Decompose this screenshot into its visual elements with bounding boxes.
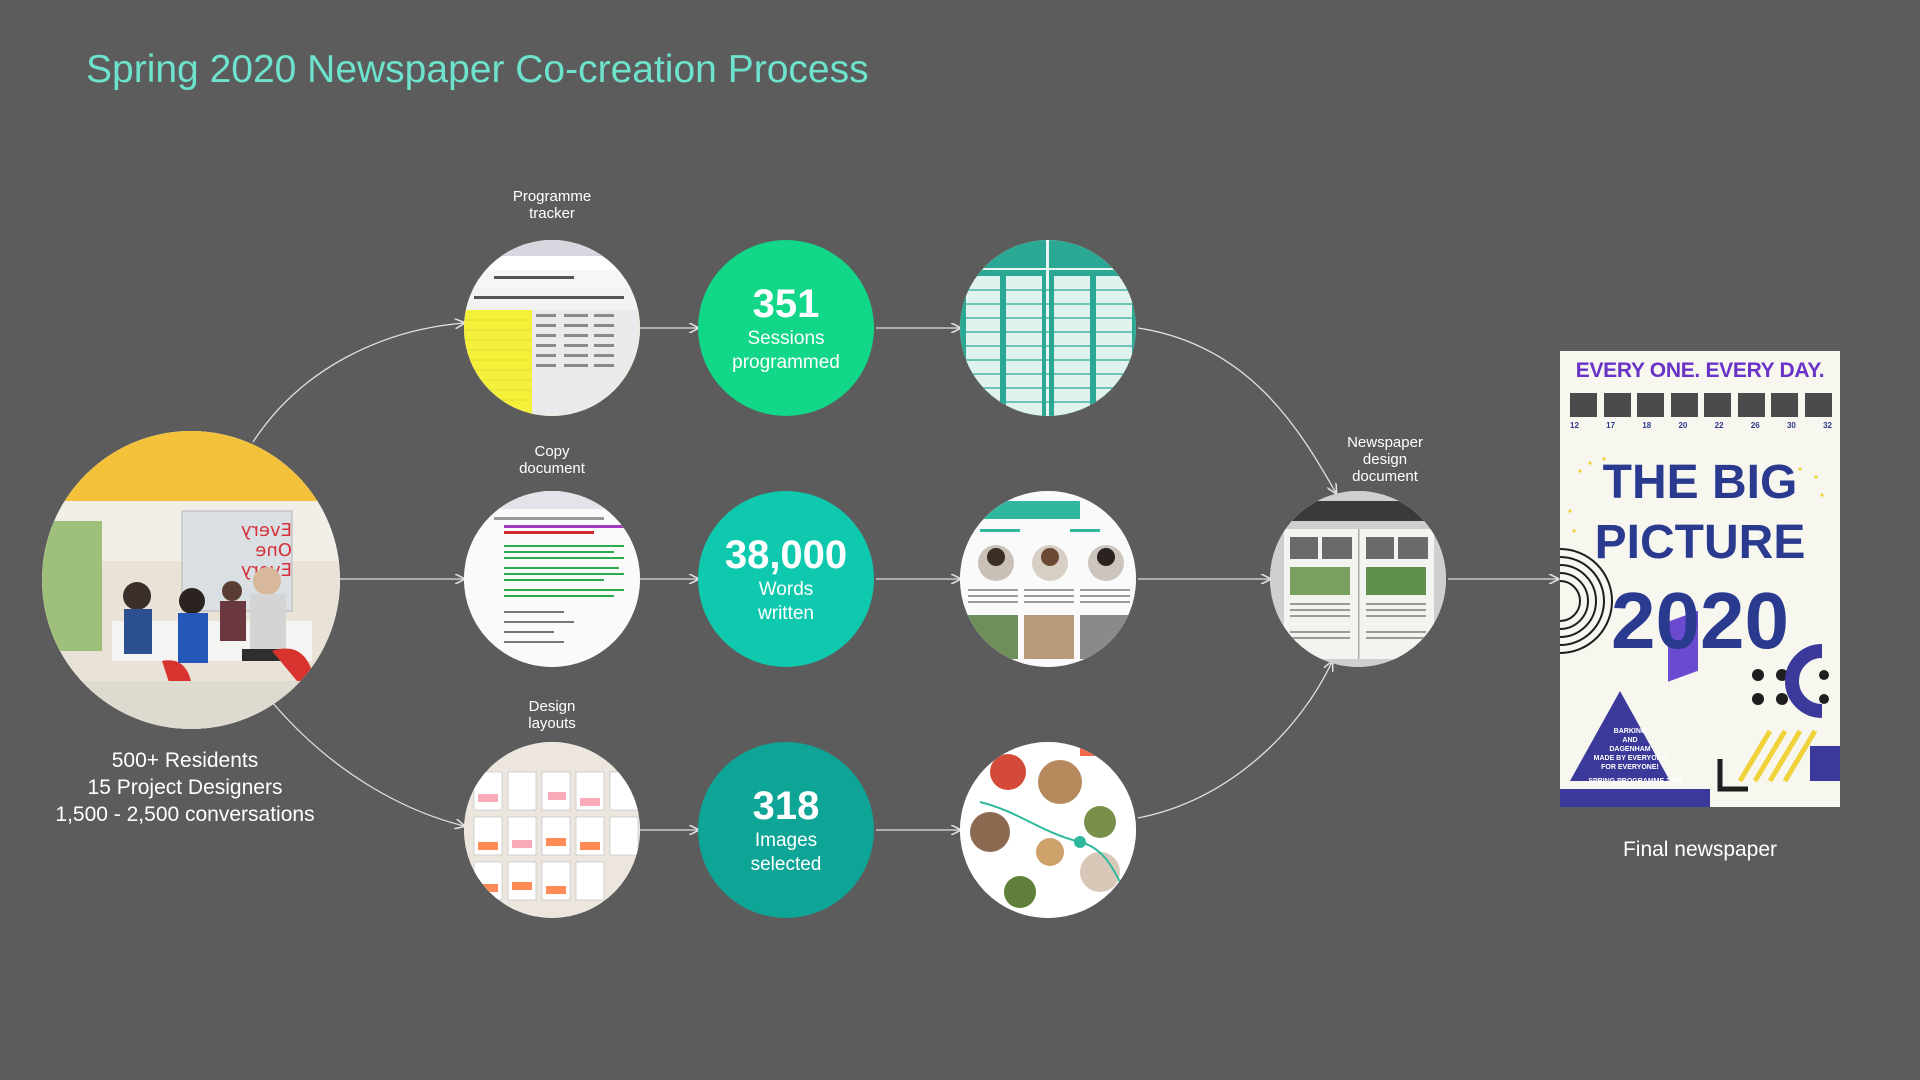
stat-label: Words written	[716, 578, 856, 626]
programme-tracker-thumbnail	[464, 240, 640, 416]
stat-value: 38,000	[725, 532, 847, 578]
stat-label: Sessions programmed	[716, 327, 856, 375]
caption-programme-tracker: Programme tracker	[482, 188, 622, 222]
stat-value: 351	[753, 281, 820, 327]
image-spread-thumbnail	[960, 742, 1136, 918]
residents-count: 500+ Residents	[20, 747, 350, 774]
programme-schedule-thumbnail	[960, 240, 1136, 416]
newspaper-programme-label: SPRING PROGRAMME 2020	[1570, 778, 1700, 785]
svg-text:Every: Every	[241, 520, 293, 541]
newspaper-design-document-thumbnail	[1270, 491, 1446, 667]
stat-images-selected: 318 Images selected	[698, 742, 874, 918]
copy-layout-thumbnail	[960, 491, 1136, 667]
arrow-source-tracker	[253, 323, 464, 442]
design-layouts-thumbnail	[464, 742, 640, 918]
newspaper-headline-line2: PICTURE	[1560, 515, 1840, 570]
stat-words-written: 38,000 Words written	[698, 491, 874, 667]
caption-design-layouts: Design layouts	[482, 698, 622, 732]
caption-newspaper-design-document: Newspaper design document	[1315, 434, 1455, 485]
source-summary: 500+ Residents 15 Project Designers 1,50…	[20, 747, 350, 828]
residents-photo: Every One Every	[42, 431, 340, 729]
copy-document-thumbnail	[464, 491, 640, 667]
newspaper-badge-text: BARKING AND DAGENHAM MADE BY EVERYONE FO…	[1580, 727, 1680, 772]
project-designers-count: 15 Project Designers	[20, 774, 350, 801]
stat-value: 318	[753, 783, 820, 829]
caption-copy-document: Copy document	[482, 443, 622, 477]
conversations-count: 1,500 - 2,500 conversations	[20, 801, 350, 828]
svg-text:One: One	[255, 540, 292, 561]
newspaper-headline-line1: THE BIG	[1560, 455, 1840, 510]
arrow-output1-newsdoc	[1138, 328, 1336, 493]
arrow-output3-newsdoc	[1138, 662, 1332, 818]
caption-final-newspaper: Final newspaper	[1580, 838, 1820, 862]
final-newspaper-cover: EVERY ONE. EVERY DAY. 12 17 18 20 22 26 …	[1560, 351, 1840, 807]
stat-sessions-programmed: 351 Sessions programmed	[698, 240, 874, 416]
stat-label: Images selected	[716, 829, 856, 877]
newspaper-year: 2020	[1560, 575, 1840, 667]
